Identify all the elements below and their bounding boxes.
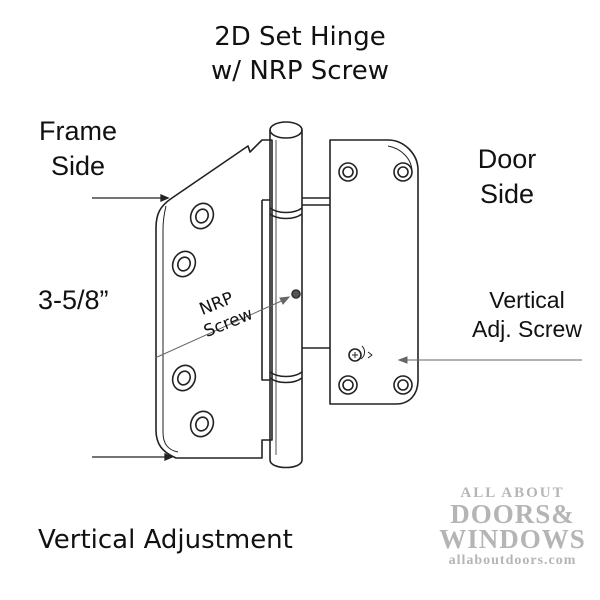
brand-watermark: ALL ABOUT DOORS& WINDOWS allaboutdoors.c… [425, 485, 600, 570]
figure-caption: Vertical Adjustment [38, 525, 293, 555]
door-side-label: Door Side [452, 142, 562, 212]
watermark-url: allaboutdoors.com [448, 553, 577, 568]
watermark-line2: DOORS& [450, 499, 575, 529]
watermark-line3: WINDOWS [439, 524, 586, 554]
nrp-screw [291, 289, 301, 299]
hinge-barrel [261, 121, 303, 469]
door-side-text: Door Side [477, 144, 537, 209]
hinge-height-dimension: 3-5/8” [38, 285, 109, 315]
vertical-adj-leader-arrow [397, 356, 582, 364]
vertical-adj-line1: Vertical [489, 287, 565, 313]
frame-side-label: Frame Side [18, 114, 138, 184]
nrp-leader-arrow [154, 296, 291, 359]
diagram-title-line1: 2D Set Hinge [214, 22, 386, 52]
frame-screw-holes [171, 202, 215, 438]
vertical-adj-line2: Adj. Screw [472, 316, 582, 342]
door-screw-holes [338, 162, 413, 395]
door-leaf [329, 139, 419, 405]
watermark-line1: ALL ABOUT [460, 485, 565, 501]
diagram-title-line2: w/ NRP Screw [211, 56, 389, 86]
frame-side-text: Frame Side [38, 116, 117, 181]
vertical-adj-screw-label: Vertical Adj. Screw [452, 286, 600, 344]
vertical-adj-screw [348, 345, 373, 362]
frame-leaf [155, 139, 273, 459]
